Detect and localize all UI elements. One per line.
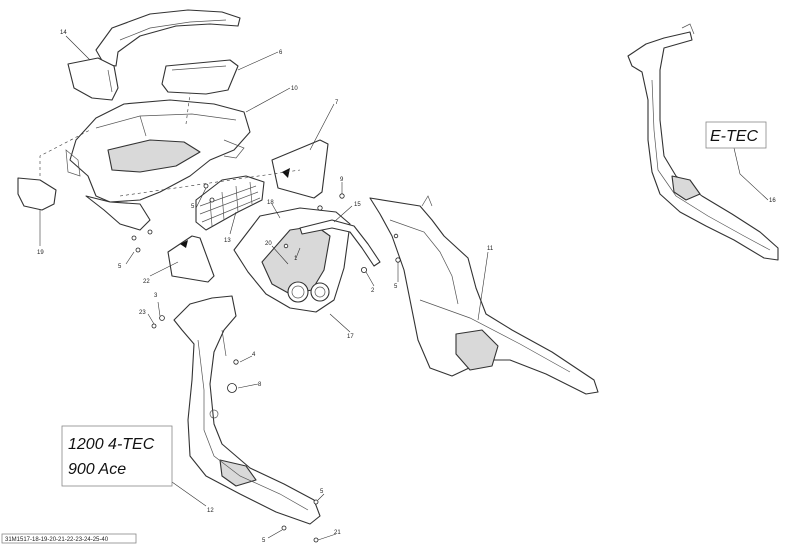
callout-14: 14 bbox=[60, 30, 67, 36]
assembly-guides bbox=[39, 93, 301, 197]
callout-19: 19 bbox=[37, 250, 44, 256]
variant-etec-label: E-TEC bbox=[710, 128, 758, 145]
callout-5-left: 5 bbox=[118, 264, 122, 270]
callout-labels: 14 6 10 7 9 15 18 20 1 5 13 19 5 22 3 23… bbox=[37, 30, 776, 544]
callout-10: 10 bbox=[291, 86, 298, 92]
part-18-support-frame bbox=[233, 207, 351, 313]
callout-2: 2 bbox=[371, 288, 375, 294]
callout-13: 13 bbox=[224, 238, 231, 244]
callout-6: 6 bbox=[279, 50, 283, 56]
callout-18: 18 bbox=[267, 200, 274, 206]
part-11-side-body bbox=[369, 195, 599, 395]
callout-20: 20 bbox=[265, 241, 272, 247]
variant-box-etec: E-TEC bbox=[705, 121, 767, 149]
variant-four-tec-label: 1200 4-TEC bbox=[68, 436, 155, 453]
callout-5-bottom: 5 bbox=[320, 489, 324, 495]
part-10-main-shell bbox=[65, 99, 251, 231]
part-15-tube bbox=[299, 219, 381, 267]
callout-1: 1 bbox=[294, 256, 298, 262]
callout-21: 21 bbox=[334, 530, 341, 536]
part-14-upper-console bbox=[67, 9, 241, 101]
callout-15: 15 bbox=[354, 202, 361, 208]
callout-5-mid: 5 bbox=[394, 284, 398, 290]
part-6-top-panel bbox=[161, 59, 239, 95]
callout-7: 7 bbox=[335, 100, 339, 106]
part-19-small-panel bbox=[17, 177, 57, 211]
drawing-code-box: 31M1517-18-19-20-21-22-23-24-25-40 bbox=[1, 533, 137, 544]
callout-5-top: 5 bbox=[191, 204, 195, 210]
part-16-side-body-etec bbox=[627, 23, 779, 261]
callout-16: 16 bbox=[769, 198, 776, 204]
callout-8: 8 bbox=[258, 382, 262, 388]
drawing-code: 31M1517-18-19-20-21-22-23-24-25-40 bbox=[5, 537, 109, 543]
variant-ace-label: 900 Ace bbox=[68, 461, 126, 478]
part-13-grille bbox=[195, 175, 265, 231]
callout-17: 17 bbox=[347, 334, 354, 340]
callout-23: 23 bbox=[139, 310, 146, 316]
callout-12: 12 bbox=[207, 508, 214, 514]
callout-3: 3 bbox=[154, 293, 158, 299]
variant-box-four-tec: 1200 4-TEC 900 Ace bbox=[61, 425, 173, 487]
callout-5-corner: 5 bbox=[262, 538, 266, 544]
callout-22: 22 bbox=[143, 279, 150, 285]
leader-lines bbox=[39, 35, 769, 541]
part-12-side-body bbox=[173, 295, 321, 525]
part-7-side-panel bbox=[271, 139, 329, 199]
fasteners bbox=[131, 183, 401, 543]
callout-4: 4 bbox=[252, 352, 256, 358]
callout-9: 9 bbox=[340, 177, 344, 183]
part-22-lower-panel bbox=[167, 235, 215, 283]
callout-11: 11 bbox=[487, 246, 494, 252]
